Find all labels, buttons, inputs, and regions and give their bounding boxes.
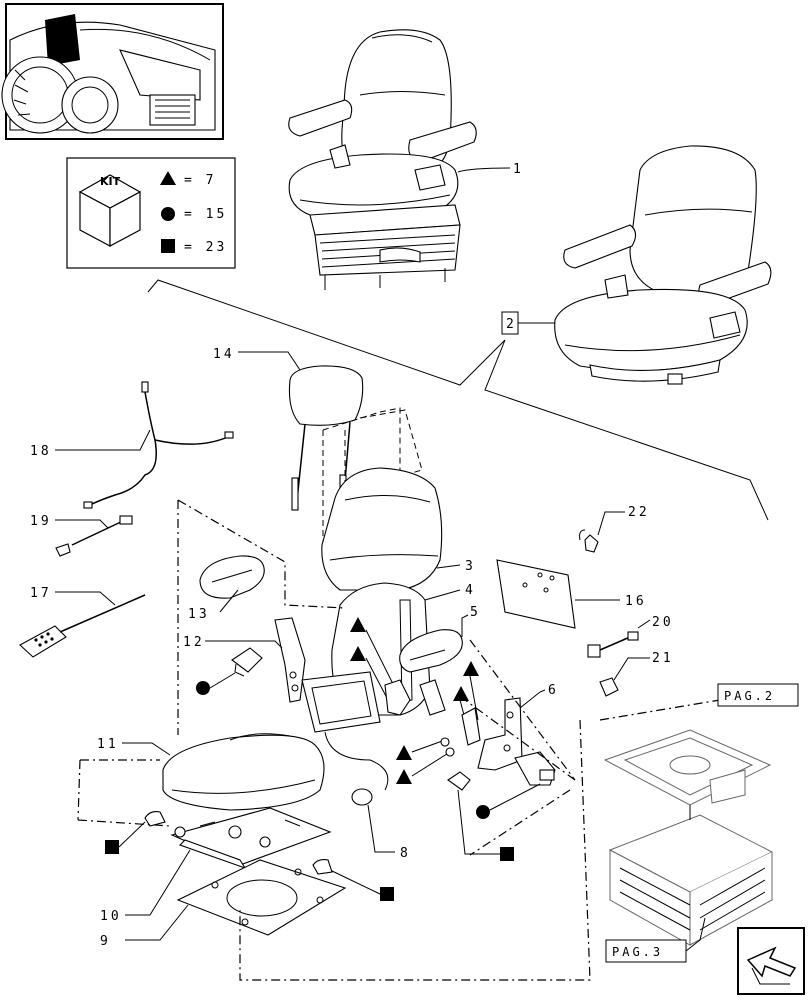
part-cable [55,515,133,557]
circle-marker-icon [196,681,210,695]
part-heating-pad [301,671,389,806]
part-belt-buckle [514,751,556,786]
kit-legend: KIT = 7 = 15 = 23 [66,157,236,269]
next-page-arrow-icon[interactable] [737,927,805,995]
part-key-tag [19,594,146,658]
seat-assembly-2 [554,145,772,385]
page-ref-pag2[interactable]: PAG.2 [724,689,775,703]
page-ref-pag3[interactable]: PAG.3 [612,945,663,959]
part-connector [587,631,639,658]
callout-11: 11 [97,737,119,752]
triangle-marker-icon [396,745,412,760]
triangle-marker-icon [350,646,366,661]
part-plate [496,559,576,629]
callout-1: 1 [513,162,524,177]
triangle-marker-icon [463,661,479,676]
circle-marker-icon [161,207,175,221]
callout-16: 16 [625,594,647,609]
kit-triangle-count: = 7 [184,173,216,188]
square-marker-icon [161,239,175,253]
part-plug [144,811,166,827]
kit-title: KIT [100,175,121,188]
kit-square-count: = 23 [184,240,227,255]
part-wire-harness [83,381,234,509]
part-seat-cushion [162,733,325,811]
part-bracket-left [274,617,306,703]
triangle-marker-icon [160,171,176,185]
part-base-plate [176,859,347,936]
callout-3: 3 [465,559,476,574]
part-knob [599,677,619,697]
callout-13: 13 [188,607,210,622]
callout-4: 4 [465,583,476,598]
seat-assembly-1 [288,29,477,290]
square-marker-icon [105,840,119,854]
callout-6: 6 [548,683,559,698]
cube-icon [78,174,142,247]
part-seat-pan [170,807,332,870]
triangle-marker-icon [396,769,412,784]
square-marker-icon [380,887,394,901]
callout-8: 8 [400,846,411,861]
kit-circle-count: = 15 [184,207,227,222]
part-switch-left [231,647,263,677]
callout-12: 12 [183,635,205,650]
callout-10: 10 [100,909,122,924]
callout-5: 5 [470,605,481,620]
part-armrest-left [199,555,265,599]
ghost-suspension-unit [603,729,774,946]
callout-14: 14 [213,347,235,362]
part-backrest-cover [321,467,443,591]
triangle-marker-icon [453,686,469,701]
tractor-thumbnail [1,3,224,140]
square-marker-icon [500,847,514,861]
callout-17: 17 [30,586,52,601]
part-hinge-fittings [384,679,481,757]
callout-21: 21 [652,651,674,666]
part-plug [312,859,333,875]
callout-19: 19 [30,514,52,529]
callout-20: 20 [652,615,674,630]
circle-marker-icon [476,805,490,819]
part-clip [579,529,599,553]
callout-9: 9 [100,934,111,949]
callout-18: 18 [30,444,52,459]
callout-2: 2 [506,317,517,332]
part-cap [447,771,471,791]
triangle-marker-icon [350,617,366,632]
callout-22: 22 [628,505,650,520]
part-armrest-right [399,629,463,673]
